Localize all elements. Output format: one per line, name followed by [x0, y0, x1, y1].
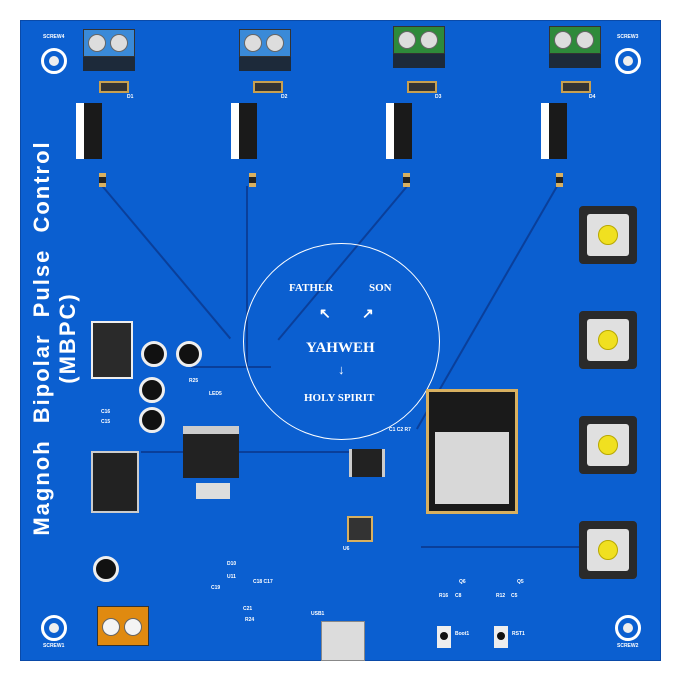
r24-label: R24: [245, 617, 255, 623]
c1c2r7-label: C1 C2 R7: [389, 427, 411, 433]
voltage-regulator: [183, 426, 239, 478]
push-button-1[interactable]: [579, 206, 637, 264]
d1-label: D1: [127, 94, 134, 100]
diode-d2: [253, 81, 283, 93]
diode-d4: [561, 81, 591, 93]
father-label: FATHER: [289, 282, 334, 294]
r16-label: R16: [439, 593, 449, 599]
mounting-screw-1: [41, 615, 67, 641]
rf-shield: [435, 432, 509, 504]
boot-label: Boot1: [455, 631, 470, 637]
diode-d3: [407, 81, 437, 93]
resistor: [99, 173, 106, 187]
usb1-label: USB1: [311, 611, 325, 617]
terminal-block-4: [549, 26, 601, 68]
trace: [141, 451, 371, 453]
board-title: Magnoh Bipolar Pulse Control (MBPC): [29, 140, 80, 536]
esp32-module: [426, 389, 518, 514]
mounting-screw-2: [615, 615, 641, 641]
r25-label: R25: [189, 378, 199, 384]
trinity-circle: FATHER SON ↖ ↗ YAHWEH ↓ HOLY SPIRIT: [243, 243, 440, 440]
terminal-block-2: [239, 29, 291, 71]
q5-label: Q5: [517, 579, 524, 585]
arrow-down-icon: ↓: [338, 362, 345, 377]
boot-button[interactable]: [437, 626, 451, 648]
trace: [421, 546, 581, 548]
screw2-label: SCREW2: [617, 643, 639, 649]
d2-label: D2: [281, 94, 288, 100]
c18c17-label: C18 C17: [253, 579, 273, 585]
screw3-label: SCREW3: [617, 34, 639, 40]
regulator-tab: [196, 483, 230, 499]
u11-label: U11: [227, 574, 236, 580]
c15-label: C15: [101, 419, 111, 425]
c5-label: C5: [511, 593, 518, 599]
capacitor: [176, 341, 202, 367]
arrow-up-right-icon: ↗: [362, 307, 374, 322]
usb-c-connector[interactable]: [321, 621, 365, 661]
mosfet-1: [76, 103, 102, 159]
d4-label: D4: [589, 94, 596, 100]
mosfet-3: [386, 103, 412, 159]
trace: [191, 366, 271, 368]
resistor: [403, 173, 410, 187]
capacitor: [141, 341, 167, 367]
inductor: [91, 321, 133, 379]
resistor: [556, 173, 563, 187]
screw1-label: SCREW1: [43, 643, 65, 649]
r12-label: R12: [496, 593, 506, 599]
screw4-label: SCREW4: [43, 34, 65, 40]
arrow-up-left-icon: ↖: [319, 307, 331, 322]
d3-label: D3: [435, 94, 442, 100]
power-terminal: [97, 606, 149, 654]
u6-label: U6: [343, 546, 350, 552]
son-label: SON: [369, 282, 392, 294]
resistor: [249, 173, 256, 187]
pcb-board: Magnoh Bipolar Pulse Control (MBPC) SCRE…: [20, 20, 661, 661]
mounting-screw-4: [41, 48, 67, 74]
diode-d1: [99, 81, 129, 93]
push-button-2[interactable]: [579, 311, 637, 369]
c21-label: C21: [243, 606, 253, 612]
rst-label: RST1: [512, 631, 525, 637]
c19-label: C19: [211, 585, 221, 591]
yahweh-label: YAHWEH: [306, 340, 375, 356]
trace: [101, 184, 232, 340]
ic-buck-converter: [91, 451, 139, 513]
c16-label: C16: [101, 409, 111, 415]
terminal-block-1: [83, 29, 135, 71]
terminal-block-3: [393, 26, 445, 68]
mounting-screw-3: [615, 48, 641, 74]
c8-label: C8: [455, 593, 462, 599]
holy-spirit-label: HOLY SPIRIT: [304, 392, 375, 404]
capacitor: [93, 556, 119, 582]
reset-button[interactable]: [494, 626, 508, 648]
ic-usb-uart: [349, 449, 385, 477]
led5-label: LED5: [209, 391, 222, 397]
push-button-3[interactable]: [579, 416, 637, 474]
trace: [246, 186, 248, 366]
ic-u6: [347, 516, 373, 542]
q6-label: Q6: [459, 579, 466, 585]
capacitor: [139, 407, 165, 433]
capacitor: [139, 377, 165, 403]
mosfet-4: [541, 103, 567, 159]
push-button-4[interactable]: [579, 521, 637, 579]
mosfet-2: [231, 103, 257, 159]
d10-label: D10: [227, 561, 237, 567]
